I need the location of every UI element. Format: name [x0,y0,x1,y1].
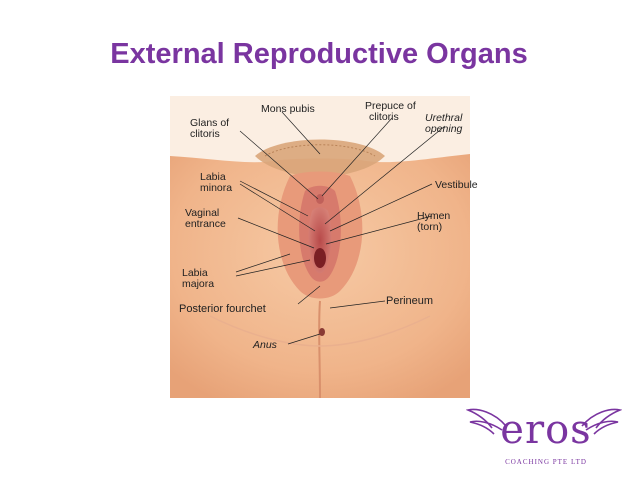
label-glans-of-clitoris: Glans of clitoris [190,118,229,140]
label-vaginal-line1: Vaginal [185,207,220,219]
label-glans-line2: clitoris [190,128,220,140]
label-labia-majora: Labia majora [182,268,214,290]
label-prepuce-of-clitoris: Prepuce of clitoris [365,101,416,123]
label-prepuce-line1: Prepuce of [365,100,416,112]
logo-wordmark: eros [500,407,592,453]
label-urethral-line2: opening [425,123,463,135]
wings-icon [466,408,622,435]
label-vaginal-entrance: Vaginal entrance [185,208,226,230]
label-anus: Anus [253,339,277,351]
label-urethral-line1: Urethral [425,112,463,124]
label-labia-minora-line2: minora [200,182,233,194]
label-glans-line1: Glans of [190,117,230,129]
label-mons-pubis: Mons pubis [261,103,315,115]
label-perineum: Perineum [386,295,434,307]
label-posterior-fourchet: Posterior fourchet [179,303,266,315]
label-vestibule: Vestibule [435,179,478,191]
label-labia-majora-line2: majora [182,278,215,290]
label-hymen-torn: Hymen (torn) [417,210,451,233]
logo-subtitle: COACHING PTE LTD [505,458,587,466]
slide-title: External Reproductive Organs [110,38,528,70]
label-labia-majora-line1: Labia [182,267,208,279]
label-prepuce-line2: clitoris [369,111,399,123]
anatomy-drawing [170,96,470,398]
eros-coaching-logo: eros COACHING PTE LTD [466,404,622,474]
label-labia-minora: Labia minora [200,172,232,194]
label-vaginal-line2: entrance [185,218,226,230]
label-labia-minora-line1: Labia [200,171,226,183]
anatomy-illustration: Mons pubis Prepuce of clitoris Urethral … [170,96,478,398]
label-urethral-opening: Urethral opening [425,113,462,135]
